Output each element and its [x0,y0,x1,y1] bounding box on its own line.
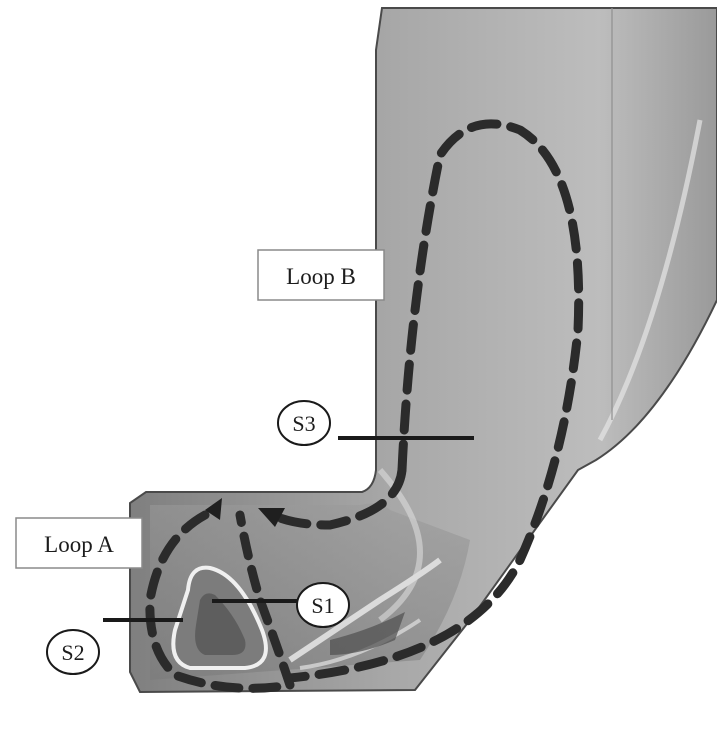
loop-a-label: Loop A [16,518,142,568]
s3-marker: S3 [278,401,330,445]
loop-a-text: Loop A [44,532,114,557]
s3-text: S3 [292,411,315,436]
s2-text: S2 [61,640,84,665]
s1-marker: S1 [297,583,349,627]
s2-marker: S2 [47,630,99,674]
loop-b-text: Loop B [286,264,356,289]
loop-b-label: Loop B [258,250,384,300]
s1-text: S1 [311,593,334,618]
